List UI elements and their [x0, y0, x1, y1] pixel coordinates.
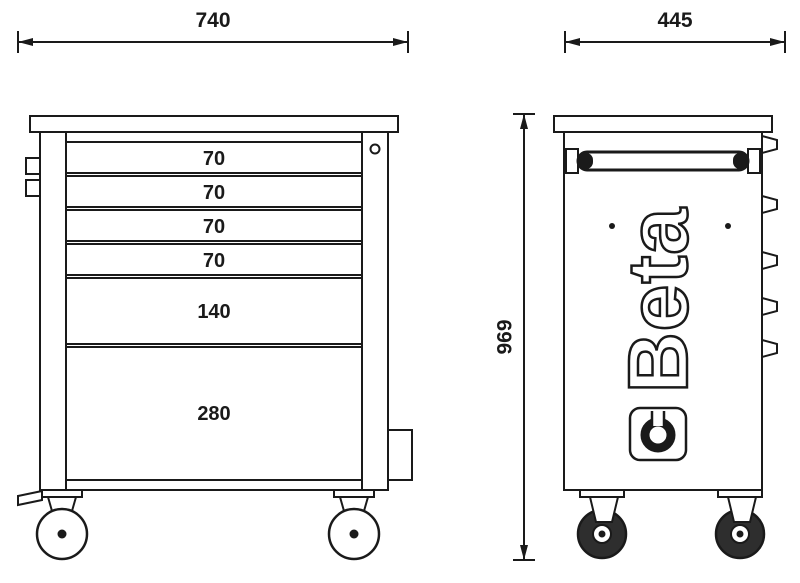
- latch-tab: [761, 338, 778, 359]
- latch-tab: [761, 194, 778, 215]
- drawer-front: [65, 243, 363, 276]
- drawer-row-5: 140: [65, 277, 363, 345]
- dim-arrow-left: [565, 38, 580, 46]
- caster-plate: [579, 489, 625, 498]
- caster-fork: [588, 496, 620, 523]
- cabinet-front-body: 70 70 70 70 140 280: [25, 115, 413, 491]
- handle-bar: [576, 150, 750, 172]
- dimension-width-front: 740: [17, 9, 409, 53]
- caster-axle: [736, 530, 744, 538]
- handle-end-cap-right: [733, 153, 747, 169]
- dim-label-width-side: 445: [657, 9, 692, 32]
- side-hook-lower: [25, 179, 41, 197]
- dimension-height-side: 969: [494, 113, 535, 561]
- drawer-front: [65, 209, 363, 242]
- drawer-label: 70: [203, 250, 225, 272]
- emblem-frame: [628, 406, 688, 462]
- dim-arrow-top: [520, 114, 528, 129]
- side-top-cap: [553, 115, 773, 133]
- front-caster-left: [17, 489, 89, 561]
- drawer-row-2: 70: [65, 175, 363, 208]
- rivet-left: [609, 223, 615, 229]
- drawer-front: [65, 346, 363, 481]
- front-caster-right: [327, 489, 381, 561]
- caster-fork: [726, 496, 758, 523]
- brand-wordmark: Beta: [611, 207, 705, 393]
- drawer-row-3: 70: [65, 209, 363, 242]
- drawer-label: 280: [197, 403, 230, 425]
- side-accessory-box: [387, 429, 413, 481]
- dim-arrow-left: [18, 38, 33, 46]
- drawer-label: 140: [197, 301, 230, 323]
- latch-tab: [761, 134, 778, 155]
- drawer-label: 70: [203, 148, 225, 170]
- dim-arrow-right: [393, 38, 408, 46]
- push-handle: [565, 148, 761, 174]
- side-view: 445 969 Beta: [494, 9, 786, 561]
- latch-tab: [761, 250, 778, 271]
- dimension-width-side: 445: [564, 9, 786, 53]
- rivet-right: [725, 223, 731, 229]
- dim-arrow-right: [770, 38, 785, 46]
- wrench-jaw-gap: [652, 411, 664, 426]
- drawer-front: [65, 175, 363, 208]
- brake-lever: [17, 489, 43, 507]
- cabinet-side-body: Beta: [553, 115, 778, 491]
- caster-hub: [57, 529, 67, 539]
- rear-latch-tabs: [761, 134, 778, 359]
- brand-wrench-emblem: [628, 406, 688, 462]
- caster-plate: [717, 489, 763, 498]
- side-caster-left: [576, 489, 628, 560]
- front-top-cap: [29, 115, 399, 133]
- side-hook-upper: [25, 157, 41, 175]
- dim-arrow-bottom: [520, 545, 528, 560]
- caster-axle: [598, 530, 606, 538]
- caster-hub: [349, 529, 359, 539]
- drawer-label: 70: [203, 182, 225, 204]
- caster-plate: [41, 489, 83, 498]
- drawer-label: 70: [203, 216, 225, 238]
- handle-end-cap-left: [579, 153, 593, 169]
- drawer-row-6: 280: [65, 346, 363, 481]
- drawer-front: [65, 277, 363, 345]
- side-caster-right: [714, 489, 766, 560]
- drawer-row-1: 70: [65, 141, 363, 174]
- handle-mount-right: [747, 148, 761, 174]
- drawer-row-4: 70: [65, 243, 363, 276]
- front-view: 740 70 70 70 70: [17, 9, 413, 561]
- dim-label-height-side: 969: [494, 319, 517, 354]
- caster-plate: [333, 489, 375, 498]
- drawer-front: [65, 141, 363, 174]
- dim-label-width-front: 740: [195, 9, 230, 32]
- latch-tab: [761, 296, 778, 317]
- lock-hole: [369, 143, 381, 155]
- handle-mount-left: [565, 148, 579, 174]
